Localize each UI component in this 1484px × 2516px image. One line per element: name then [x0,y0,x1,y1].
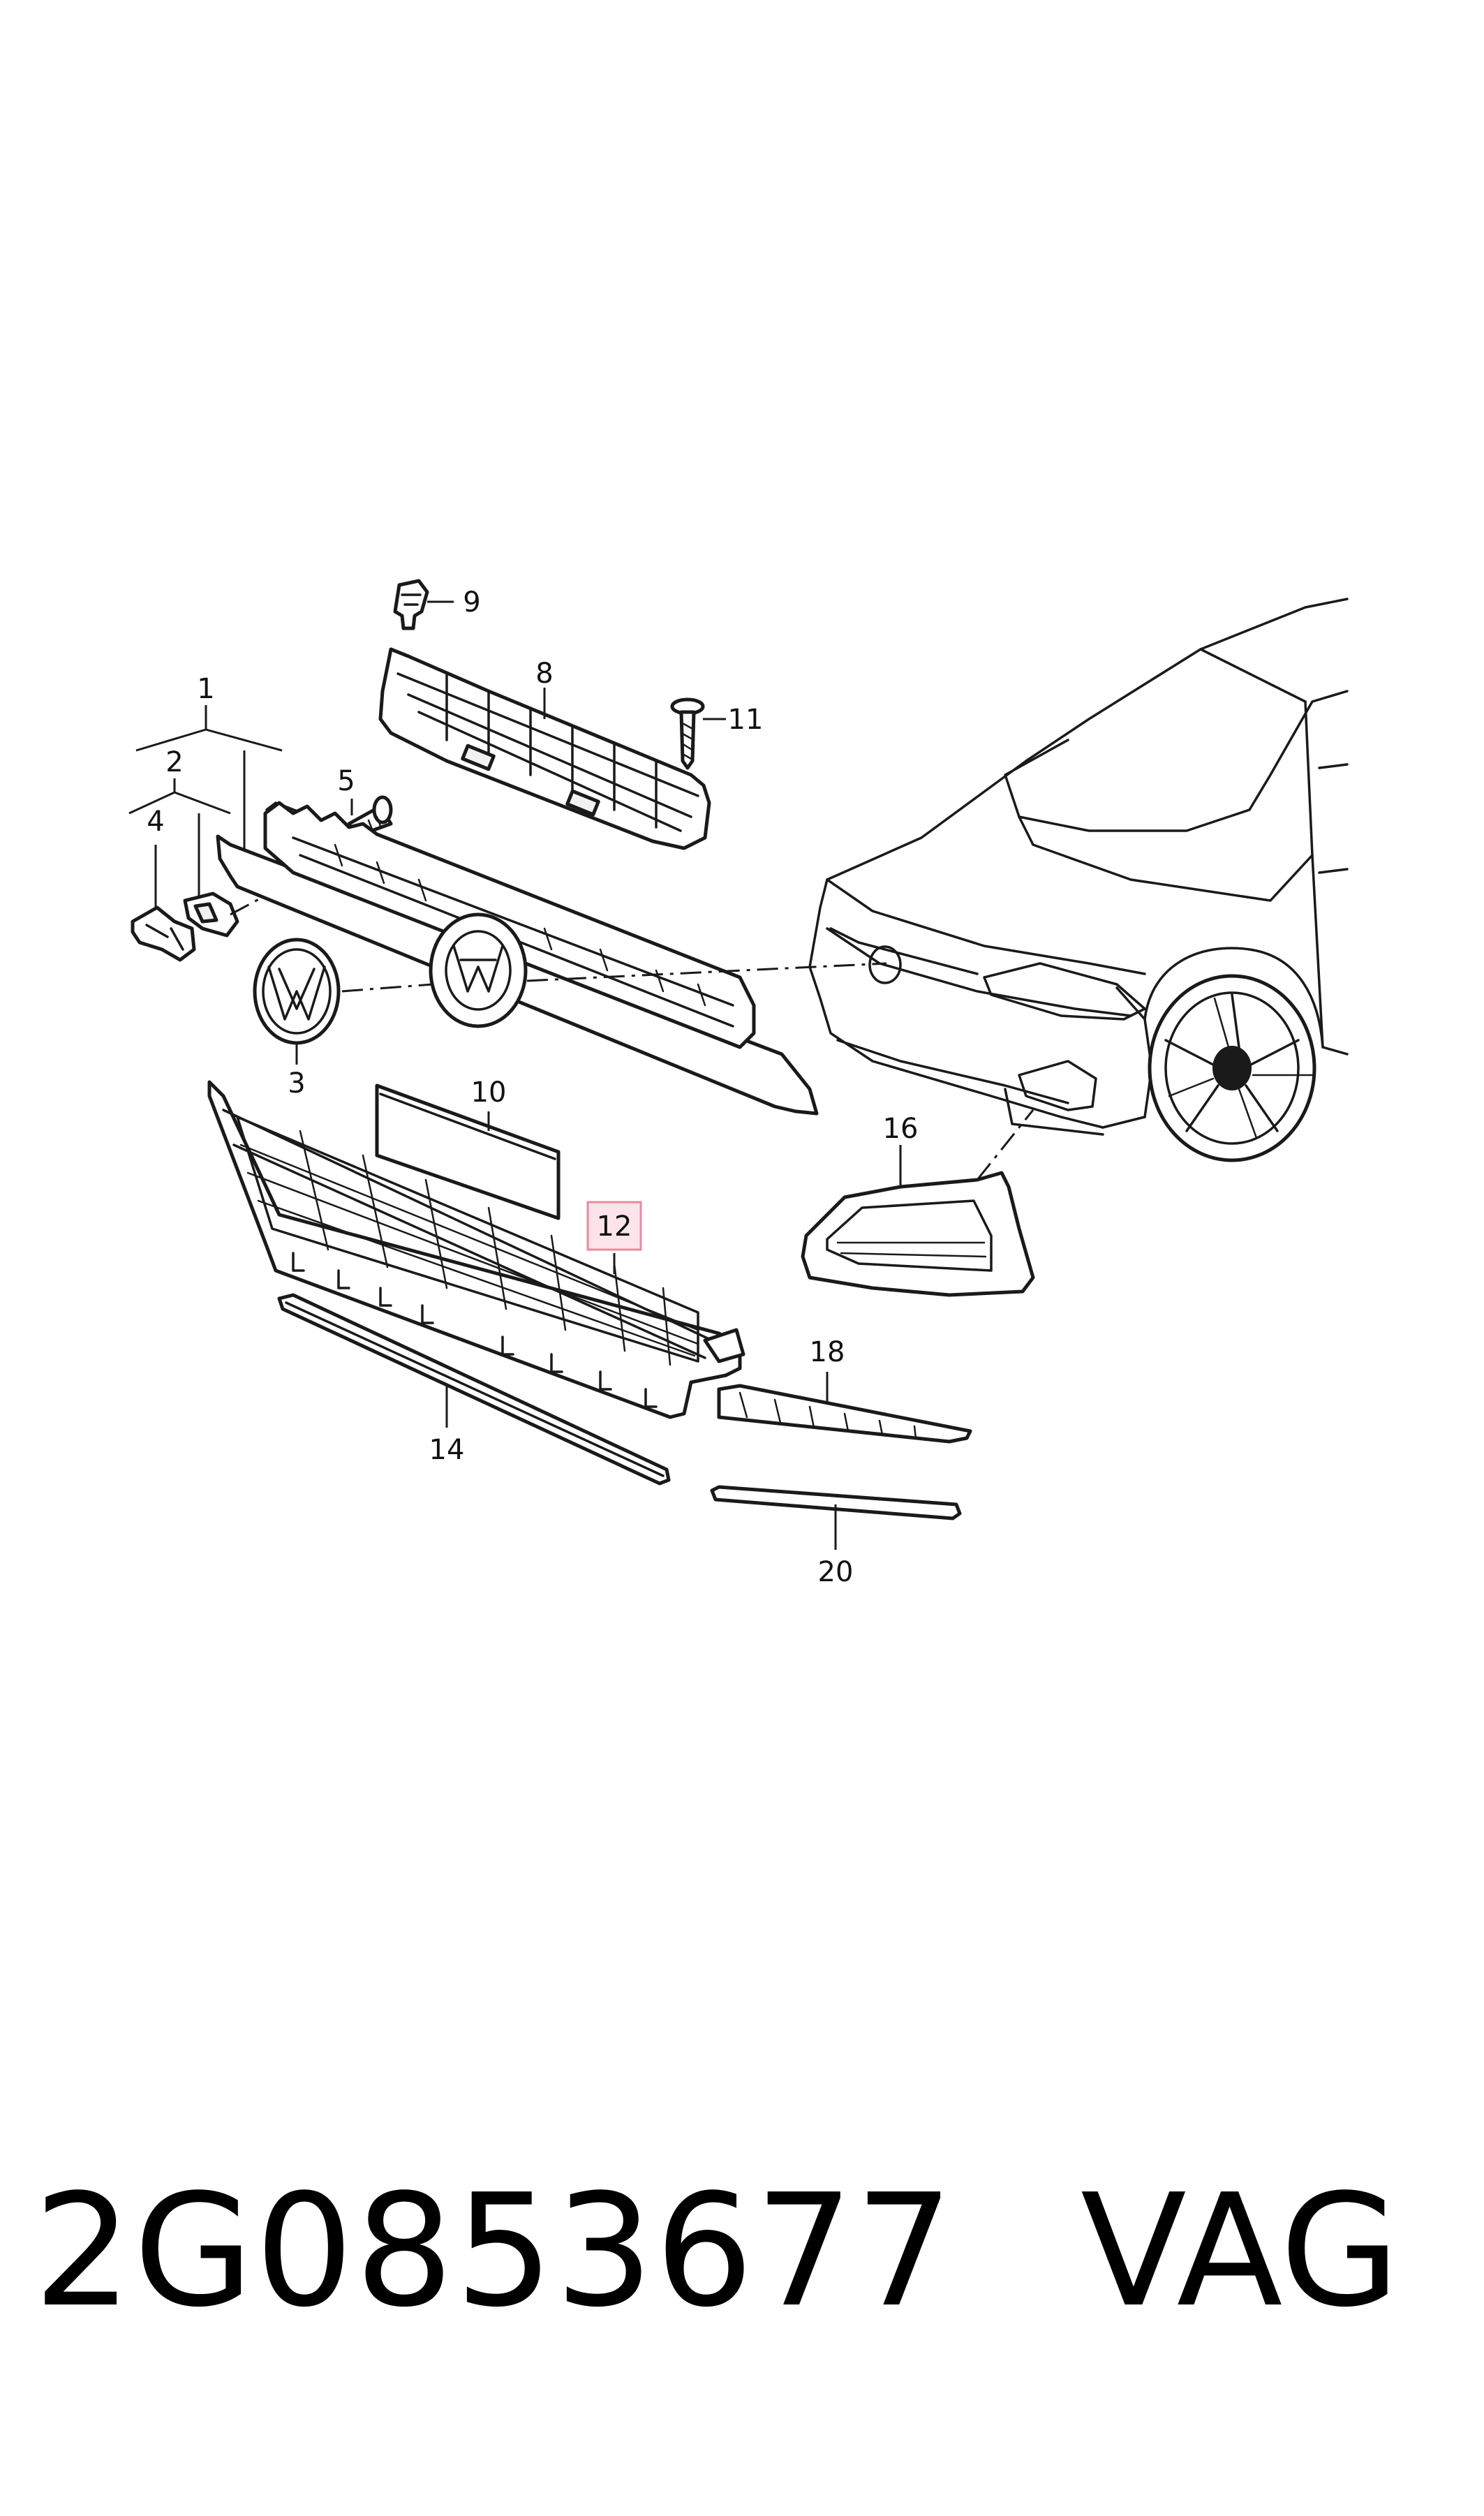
part-10-plate-bracket [375,1083,561,1220]
part-14-trim-strip [277,1293,671,1486]
part-9-clip [393,579,454,630]
callout-9: 9 [463,586,480,619]
callout-11: 11 [728,704,764,736]
callout-1: 1 [197,673,214,705]
part-20-chrome-strip [710,1485,962,1550]
part-8-carrier [378,647,711,850]
highlight-box-12 [586,1201,642,1251]
part-11-screw [670,697,726,770]
callout-bracket-2 [128,778,231,901]
callout-4: 4 [147,806,164,838]
callout-bracket-1 [135,705,283,834]
part-4-clip [131,905,196,962]
part-number-caption: 2G0853677 [34,2161,955,2341]
axis-emblem [341,983,433,993]
callout-20: 20 [818,1556,854,1588]
callout-5: 5 [337,765,355,797]
brand-caption: VAG [1081,2161,1400,2341]
callout-10: 10 [471,1076,507,1109]
vehicle-front-illustration [808,598,1349,1162]
part-3-vw-emblem [253,938,341,1065]
axis-grille-to-car [526,962,887,982]
callout-14: 14 [429,1434,465,1466]
part-18-side-trim [717,1372,972,1444]
part-2-clip [183,891,239,938]
callout-8: 8 [535,658,553,690]
callout-16: 16 [883,1113,919,1145]
callout-2: 2 [165,746,183,778]
part-1-upper-grille [216,801,819,1116]
part-16-fog-bezel [801,1145,1035,1297]
part-12-lower-grille [207,1080,745,1419]
callout-18: 18 [810,1336,845,1368]
callout-3: 3 [288,1067,305,1100]
axis-bezel-to-car [976,1109,1034,1181]
callout-12: 12 [597,1211,632,1243]
